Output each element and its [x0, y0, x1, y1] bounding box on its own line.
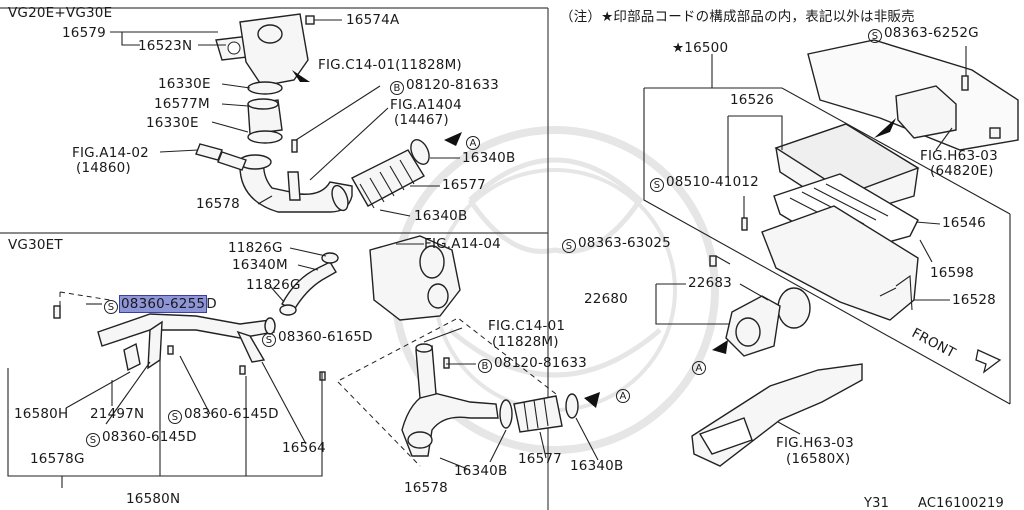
- part-16580n[interactable]: 16580N: [126, 491, 181, 507]
- part-11826g-a[interactable]: 11826G: [228, 240, 283, 256]
- circle-a-right: A: [692, 358, 708, 375]
- part-16528[interactable]: 16528: [952, 292, 996, 308]
- part-16340b-top-2[interactable]: 16340B: [414, 208, 468, 224]
- part-16330e-2[interactable]: 16330E: [146, 115, 199, 131]
- fig-c14-01-top[interactable]: FIG.C14-01(11828M): [318, 57, 462, 73]
- fig-a1404-top[interactable]: FIG.A1404: [390, 97, 462, 113]
- footer-diagram-code: AC16100219: [918, 496, 1004, 510]
- bottom-left-assembly: [7, 247, 339, 488]
- part-16340b-top-1[interactable]: 16340B: [462, 150, 516, 166]
- part-16578-bot[interactable]: 16578: [404, 480, 448, 496]
- fig-a14-02-sub: (14860): [76, 160, 131, 176]
- part-16526[interactable]: 16526: [730, 92, 774, 108]
- circle-s-icon: S: [104, 300, 118, 314]
- fig-a14-04[interactable]: FIG.A14-04: [424, 236, 501, 252]
- circle-a-icon: A: [692, 361, 706, 375]
- circle-a-top: A: [466, 133, 482, 150]
- part-16579[interactable]: 16579: [62, 25, 106, 41]
- part-16574a[interactable]: 16574A: [346, 12, 400, 28]
- circle-a-icon: A: [616, 389, 630, 403]
- fig-c14-01-mid[interactable]: FIG.C14-01: [488, 318, 566, 334]
- part-16577m[interactable]: 16577M: [154, 96, 210, 112]
- circle-s-icon: S: [86, 433, 100, 447]
- part-11826g-b[interactable]: 11826G: [246, 277, 301, 293]
- circle-s-icon: S: [650, 178, 664, 192]
- part-16578g[interactable]: 16578G: [30, 451, 85, 467]
- circle-b-icon: B: [390, 81, 404, 95]
- top-left-assembly: [110, 13, 462, 217]
- part-16340b-bot-1[interactable]: 16340B: [454, 463, 508, 479]
- part-22683[interactable]: 22683: [688, 275, 732, 291]
- highlighted-part-code: 08360-6255: [118, 295, 208, 313]
- part-22680[interactable]: 22680: [584, 291, 628, 307]
- right-assembly: [643, 39, 1019, 467]
- part-16578-top[interactable]: 16578: [196, 196, 240, 212]
- fig-h63-03-top-sub: (64820E): [930, 163, 994, 179]
- part-16580h[interactable]: 16580H: [14, 406, 69, 422]
- part-16598[interactable]: 16598: [930, 265, 974, 281]
- part-16500[interactable]: ★16500: [672, 40, 729, 56]
- section-title-vg30et: VG30ET: [8, 237, 63, 253]
- circle-a-mid: A: [616, 386, 632, 403]
- circle-s-icon: S: [168, 410, 182, 424]
- section-title-vg20e-vg30e: VG20E+VG30E: [8, 5, 113, 21]
- circle-s-icon: S: [262, 333, 276, 347]
- fig-c14-01-mid-sub: (11828M): [492, 334, 559, 350]
- part-16577-top[interactable]: 16577: [442, 177, 486, 193]
- part-21497n[interactable]: 21497N: [90, 406, 145, 422]
- footer-model: Y31: [864, 496, 890, 510]
- circle-a-icon: A: [466, 136, 480, 150]
- circle-s-icon: S: [562, 239, 576, 253]
- center-assembly: [337, 235, 600, 471]
- fig-a14-02[interactable]: FIG.A14-02: [72, 145, 149, 161]
- fig-h63-03-bot[interactable]: FIG.H63-03: [776, 435, 854, 451]
- part-16564[interactable]: 16564: [282, 440, 326, 456]
- part-16523n[interactable]: 16523N: [138, 38, 193, 54]
- circle-s-icon: S: [868, 29, 882, 43]
- part-16330e-1[interactable]: 16330E: [158, 76, 211, 92]
- fig-h63-03-top[interactable]: FIG.H63-03: [920, 148, 998, 164]
- note-text: （注）★印部品コードの構成部品の内，表記以外は非販売: [560, 9, 915, 25]
- fig-a1404-top-sub: (14467): [394, 112, 449, 128]
- part-16340m[interactable]: 16340M: [232, 257, 288, 273]
- fig-h63-03-bot-sub: (16580X): [786, 451, 851, 467]
- circle-b-icon: B: [478, 359, 492, 373]
- part-16340b-bot-2[interactable]: 16340B: [570, 458, 624, 474]
- part-16546[interactable]: 16546: [942, 215, 986, 231]
- part-16577-bot[interactable]: 16577: [518, 451, 562, 467]
